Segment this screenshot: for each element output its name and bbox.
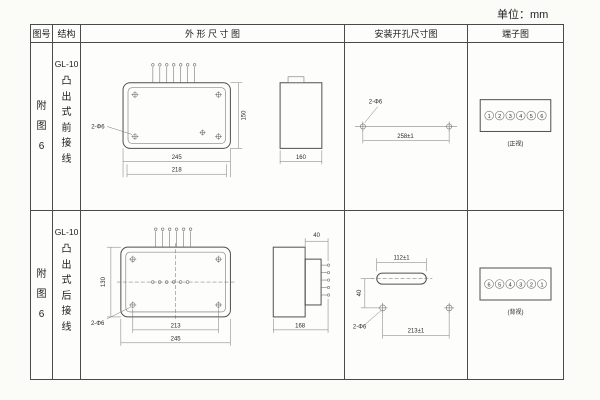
terminal-cell-row1: 1 2 3 4 5 6 (正视) [468, 43, 563, 211]
dim-vertical: 40 [357, 289, 363, 296]
dim-width-bottom: 218 [172, 168, 183, 174]
terminal-number: 6 [540, 114, 543, 120]
terminal-circles [484, 110, 547, 121]
bottom-dimension [382, 311, 450, 339]
width-dimensions [122, 148, 231, 178]
structure-cell-row1: GL-10 凸出式前接线 [53, 43, 81, 211]
header-outline: 外 形 尺 寸 图 [81, 25, 345, 43]
install-cell-row2: 112±1 40 2-Φ6 213±1 [345, 211, 468, 379]
unit-label: 单位：mm [497, 9, 549, 21]
dim-width-bottom: 245 [171, 336, 182, 342]
hole-label: 2-Φ6 [353, 325, 367, 331]
model-label-row2: GL-10 [54, 227, 79, 237]
height-dimension [106, 246, 121, 318]
slot-dimension [376, 258, 427, 272]
terminal-circles [484, 279, 547, 289]
terminal-number: 5 [498, 282, 501, 288]
header-structure: 结构 [53, 25, 81, 43]
height-dimension [230, 82, 243, 149]
header-terminal: 端子图 [468, 25, 563, 43]
hole-callout: 2-Φ6 [91, 124, 133, 135]
outline-drawing-rear-wiring: 130 2-Φ6 213 245 [91, 227, 331, 346]
outline-drawing-front-wiring: 2-Φ6 150 245 218 160 [91, 63, 323, 178]
terminal-diagram-rear-wiring: 6 5 4 3 2 1 (背视) [479, 267, 552, 316]
side-view [272, 238, 331, 333]
drill-holes [360, 121, 452, 132]
dim-span: 258±1 [397, 134, 414, 140]
model-label-row1: GL-10 [54, 59, 79, 69]
outline-cell-row1: 2-Φ6 150 245 218 160 [81, 43, 345, 211]
terminal-number: 1 [540, 282, 543, 288]
dim-depth: 160 [296, 155, 307, 161]
terminal-number: 4 [509, 282, 512, 288]
terminal-caption: (正视) [508, 139, 524, 147]
structure-cell-row2: GL-10 凸出式后接线 [53, 211, 81, 379]
install-drawing-rear-wiring: 112±1 40 2-Φ6 213±1 [353, 255, 455, 339]
install-drawing-front-wiring: 2-Φ6 258±1 [354, 100, 458, 144]
dim-height: 150 [241, 110, 247, 121]
terminal-number: 1 [488, 114, 491, 120]
figure-no-row1: 附图6 [36, 100, 47, 152]
dim-slot-span: 112±1 [394, 255, 411, 261]
terminal-pins [154, 227, 193, 248]
figure-no-row2: 附图6 [36, 269, 47, 320]
structure-desc-row1: 凸出式前接线 [61, 76, 72, 165]
dim-height: 130 [101, 276, 107, 287]
hole-label: 2-Φ6 [369, 100, 383, 106]
terminal-pins [151, 63, 197, 83]
mounting-holes [129, 255, 222, 309]
rear-studs [321, 263, 331, 297]
install-cell-row1: 2-Φ6 258±1 [345, 43, 468, 211]
terminal-cell-row2: 6 5 4 3 2 1 (背视) [468, 211, 563, 379]
terminal-caption: (背视) [508, 308, 524, 316]
terminal-number: 5 [530, 114, 533, 120]
side-view [279, 76, 323, 165]
terminal-number: 2 [530, 282, 533, 288]
terminal-number: 6 [487, 282, 490, 288]
terminal-number: 3 [509, 114, 512, 120]
mounting-holes [131, 91, 222, 140]
hole-callout: 2-Φ6 [91, 306, 131, 327]
front-view [122, 63, 231, 149]
span-dimension [362, 130, 450, 144]
terminal-diagram-front-wiring: 1 2 3 4 5 6 (正视) [479, 99, 552, 147]
terminal-number: 2 [498, 114, 501, 120]
spec-table: 图号 结构 外 形 尺 寸 图 安装开孔尺寸图 端子图 附图6 GL-10 凸出… [30, 24, 564, 380]
hole-label: 2-Φ6 [91, 124, 105, 130]
header-figure-no: 图号 [31, 25, 53, 43]
width-dimensions [120, 308, 231, 346]
structure-desc-row2: 凸出式后接线 [61, 244, 72, 333]
terminal-slot [370, 272, 433, 285]
dim-stud-depth: 40 [313, 233, 320, 239]
dim-width-top: 245 [172, 155, 183, 161]
terminal-studs-hidden [151, 280, 190, 284]
dim-bottom-span: 213±1 [408, 329, 425, 335]
vertical-dimension [360, 278, 378, 309]
hole-label: 2-Φ6 [91, 321, 105, 327]
drill-holes [377, 302, 455, 313]
figure-no-cell-row1: 附图6 [31, 43, 53, 211]
figure-no-cell-row2: 附图6 [31, 211, 53, 379]
dim-width-top: 213 [171, 323, 182, 329]
header-install: 安装开孔尺寸图 [345, 25, 468, 43]
dim-depth: 168 [295, 323, 306, 329]
terminal-number: 3 [519, 282, 522, 288]
outline-cell-row2: 130 2-Φ6 213 245 [81, 211, 345, 379]
terminal-number: 4 [519, 114, 522, 120]
front-view [116, 227, 235, 321]
